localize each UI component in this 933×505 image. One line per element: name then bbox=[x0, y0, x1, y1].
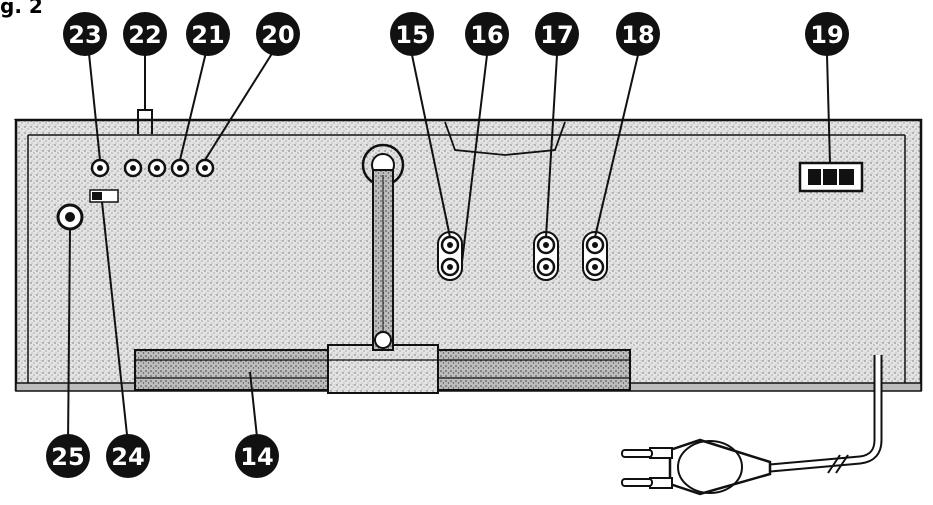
rail-bar bbox=[134, 344, 631, 394]
figure-label: g. 2 bbox=[0, 0, 43, 18]
callout-17: 17 bbox=[535, 12, 579, 56]
callout-14-label: 14 bbox=[240, 443, 273, 471]
callout-20-label: 20 bbox=[261, 21, 294, 49]
socket-25 bbox=[56, 203, 84, 231]
callout-22-label: 22 bbox=[128, 21, 161, 49]
jack-pair-17 bbox=[533, 231, 559, 281]
callout-18: 18 bbox=[616, 12, 660, 56]
callout-17-label: 17 bbox=[540, 21, 573, 49]
callout-21: 21 bbox=[186, 12, 230, 56]
callout-badges: 23 22 21 20 15 16 17 18 19 25 24 14 bbox=[46, 12, 849, 478]
callout-20: 20 bbox=[256, 12, 300, 56]
callout-25-label: 25 bbox=[51, 443, 84, 471]
swivel-arm bbox=[361, 143, 405, 351]
callout-23-label: 23 bbox=[68, 21, 101, 49]
callout-16-label: 16 bbox=[470, 21, 503, 49]
voltage-selector-19 bbox=[798, 161, 864, 193]
callout-23: 23 bbox=[63, 12, 107, 56]
callout-24-label: 24 bbox=[111, 443, 144, 471]
switch-24 bbox=[89, 189, 119, 203]
callout-25: 25 bbox=[46, 434, 90, 478]
callout-15: 15 bbox=[390, 12, 434, 56]
callout-22: 22 bbox=[123, 12, 167, 56]
power-cord bbox=[621, 355, 883, 496]
callout-18-label: 18 bbox=[621, 21, 654, 49]
jack-pair-15-16 bbox=[437, 231, 463, 281]
callout-19: 19 bbox=[805, 12, 849, 56]
leader-lines bbox=[67, 43, 831, 445]
callout-16: 16 bbox=[465, 12, 509, 56]
callout-24: 24 bbox=[106, 434, 150, 478]
callout-15-label: 15 bbox=[395, 21, 428, 49]
callout-21-label: 21 bbox=[191, 21, 224, 49]
jack-row-top-left bbox=[90, 158, 215, 178]
callout-14: 14 bbox=[235, 434, 279, 478]
callout-19-label: 19 bbox=[810, 21, 843, 49]
jack-pair-18 bbox=[582, 231, 608, 281]
